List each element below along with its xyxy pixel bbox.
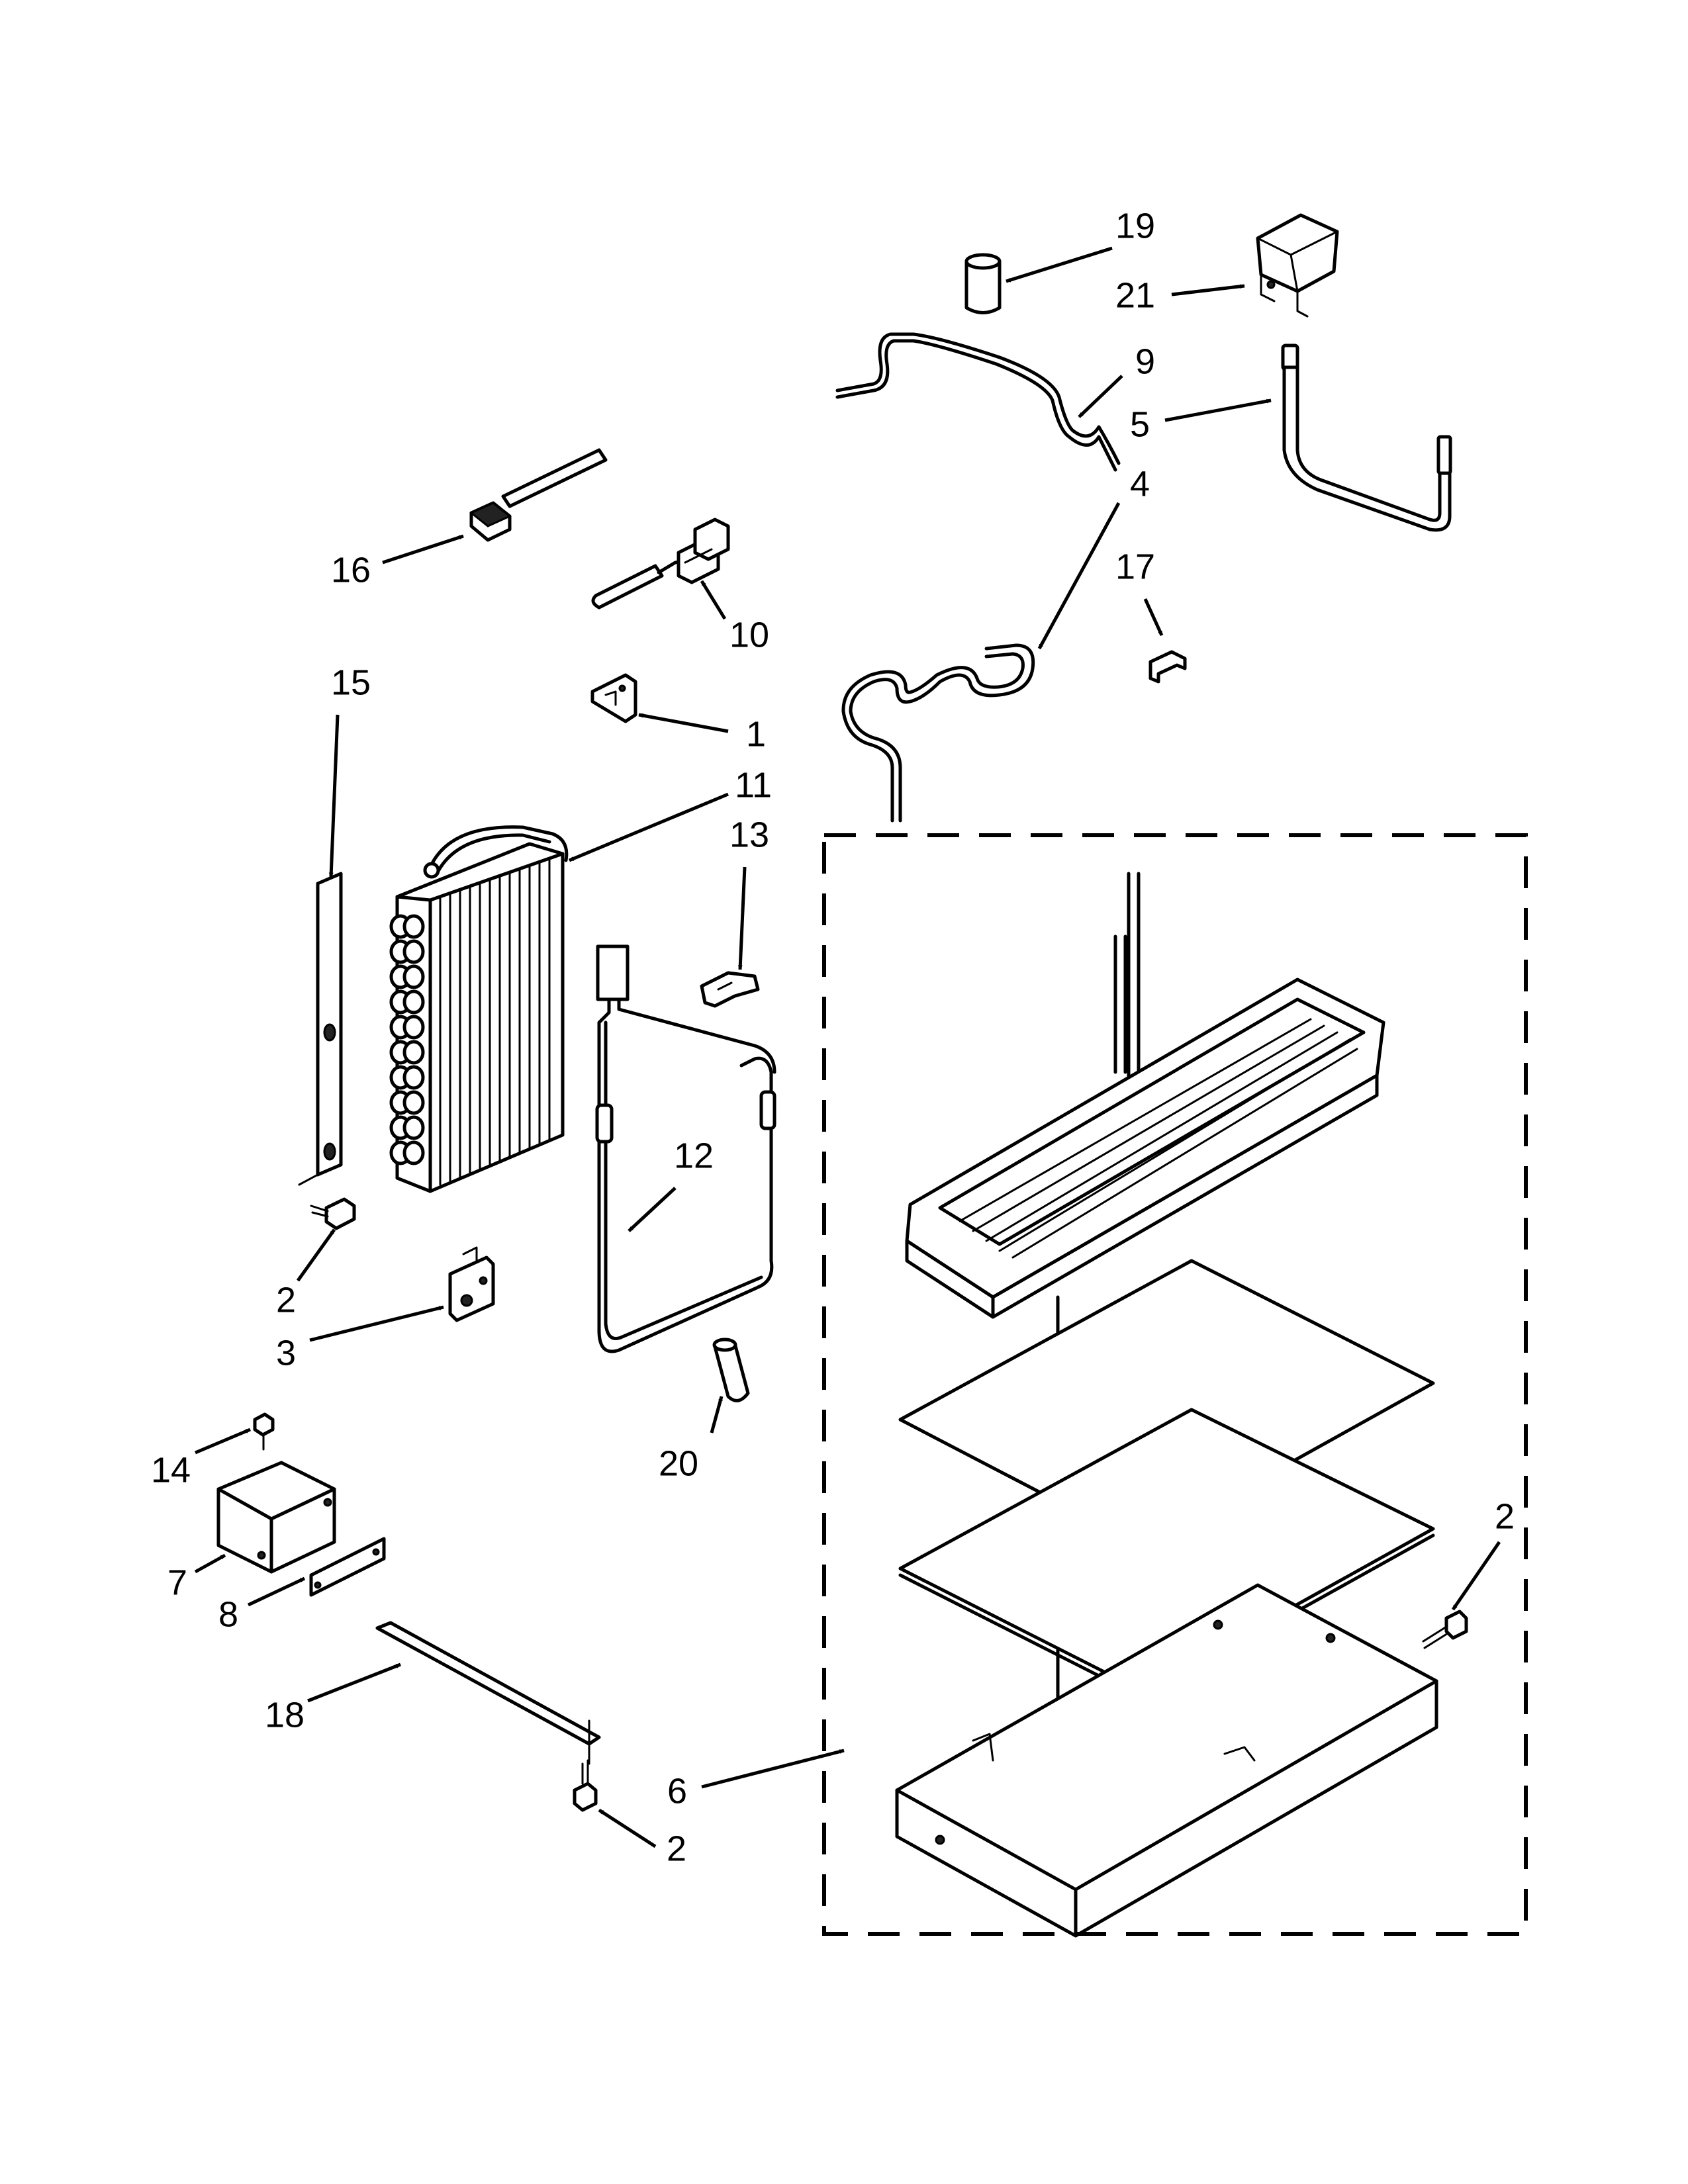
callout-11: 11: [735, 765, 772, 805]
part-9-tube: [835, 332, 1121, 472]
part-10-sensor: [591, 518, 730, 610]
part-21-mounting-bracket: [1256, 213, 1339, 318]
callout-18: 18: [265, 1695, 305, 1735]
callout-6: 6: [667, 1771, 687, 1811]
callout-8: 8: [218, 1594, 238, 1634]
callout-7: 7: [167, 1563, 187, 1602]
callout-4: 4: [1130, 464, 1150, 504]
callout-17: 17: [1115, 547, 1155, 586]
callout-15: 15: [331, 662, 371, 702]
callout-3: 3: [276, 1333, 296, 1373]
part-1-plate: [590, 673, 637, 723]
part-14-screw: [253, 1412, 275, 1451]
part-12-heater: [595, 944, 776, 1353]
part-17-clip: [1149, 650, 1187, 684]
part-19-insulation-sleeve: [964, 253, 1002, 314]
callout-14: 14: [151, 1450, 191, 1490]
part-6-assembly: [822, 833, 1528, 1938]
part-5-tube: [1281, 343, 1452, 532]
part-2-screw-left: [310, 1197, 356, 1230]
callout-5: 5: [1130, 404, 1150, 444]
callout-arrows: [194, 246, 1501, 1848]
part-18-strip: [375, 1621, 601, 1765]
part-20-sleeve: [712, 1338, 750, 1402]
callout-19: 19: [1115, 206, 1155, 246]
callout-9: 9: [1135, 341, 1155, 381]
part-8-plate: [309, 1537, 386, 1597]
part-3-bracket: [448, 1246, 495, 1322]
part-7-box-bracket: [216, 1461, 336, 1574]
callout-13: 13: [729, 815, 769, 854]
part-4-tube: [841, 643, 1035, 823]
callout-20: 20: [659, 1443, 698, 1483]
callout-16: 16: [331, 550, 371, 590]
callout-2-left: 2: [276, 1280, 296, 1320]
part-15-strip: [298, 872, 343, 1186]
part-13-clip: [700, 971, 760, 1008]
part-2-screw-lower: [573, 1759, 598, 1812]
part-2-screw-right: [1422, 1610, 1468, 1649]
callout-10: 10: [729, 615, 769, 655]
callout-21: 21: [1115, 275, 1155, 315]
callout-2-lower: 2: [667, 1829, 686, 1868]
callout-labels: 19 21 9 5 4 17 16 10 1 11 15 13 12 2 3 2…: [151, 206, 1515, 1868]
callout-1: 1: [746, 714, 766, 754]
part-11-evaporator: [389, 825, 569, 1193]
callout-2-right: 2: [1495, 1496, 1515, 1536]
callout-12: 12: [674, 1136, 714, 1175]
part-16-drain-strip: [469, 448, 608, 542]
